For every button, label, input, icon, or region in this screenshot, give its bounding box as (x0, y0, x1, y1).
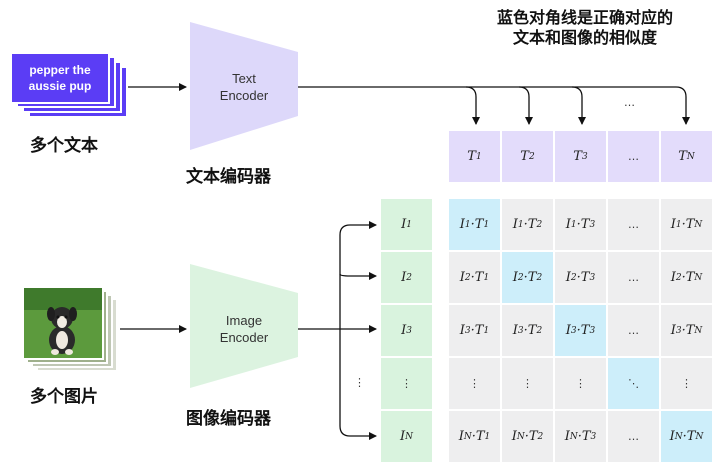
text-encoder-name: Text Encoder (196, 70, 292, 104)
caption-line-1: 蓝色对角线是正确对应的 (496, 8, 673, 27)
text-encoder-name-line-1: Text (232, 71, 256, 86)
left-arrows-ellipsis: ⋮ (354, 376, 365, 389)
matrix-cell-ellipsis: ⋮ (449, 358, 500, 409)
matrix-cell-ellipsis: … (608, 305, 659, 356)
matrix-cell-ellipsis: … (608, 252, 659, 303)
matrix-cell-ellipsis: ⋮ (555, 358, 606, 409)
caption: 蓝色对角线是正确对应的 文本和图像的相似度 (450, 8, 720, 48)
matrix-cell-ellipsis: ⋮ (661, 358, 712, 409)
caption-line-2: 文本和图像的相似度 (512, 28, 657, 47)
text-card-content: pepper the aussie pup (28, 63, 92, 93)
image-input-label: 多个图片 (30, 387, 98, 407)
image-encoder-name: Image Encoder (196, 312, 292, 346)
text-embed-ellipsis: … (608, 131, 659, 182)
top-arrows-ellipsis: … (624, 96, 635, 109)
text-encoder-label: 文本编码器 (186, 167, 271, 187)
puppy-photo (22, 286, 104, 360)
text-card-front: pepper the aussie pup (10, 52, 110, 104)
text-arrow-t1 (465, 86, 480, 125)
image-embed-ellipsis: ⋮ (381, 358, 432, 409)
matrix-cell-ellipsis: … (608, 411, 659, 462)
image-arrow-i2 (339, 272, 377, 280)
matrix-cell-diagonal-ellipsis: ⋱ (608, 358, 659, 409)
image-encoder-label: 图像编码器 (186, 409, 271, 429)
puppy-image (24, 288, 102, 358)
image-encoder-name-line-2: Encoder (219, 330, 269, 345)
image-output-bus (298, 221, 377, 330)
matrix-cell-ellipsis: ⋮ (502, 358, 553, 409)
text-arrow-t3 (571, 86, 586, 125)
matrix-cell-ellipsis: … (608, 199, 659, 250)
image-encoder-name-line-1: Image (225, 313, 263, 328)
text-input-label: 多个文本 (30, 136, 98, 156)
text-encoder-name-line-2: Encoder (219, 88, 269, 103)
text-arrow-t2 (518, 86, 533, 125)
